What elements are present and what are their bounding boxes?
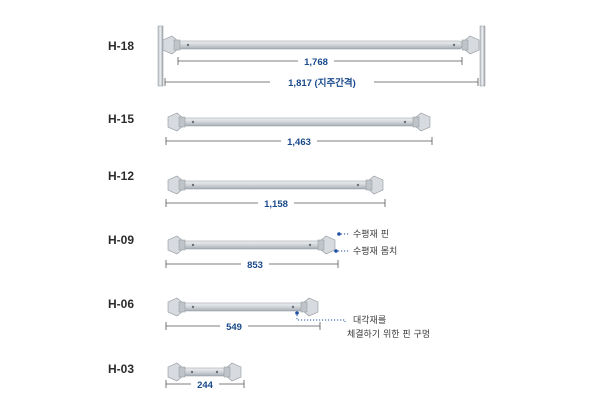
ledger-row-h06: H-06 549	[108, 297, 321, 333]
model-label: H-06	[108, 297, 134, 311]
post-right	[479, 25, 486, 87]
length-dimension: 244	[197, 380, 214, 391]
length-dimension: 1,463	[287, 137, 311, 148]
model-label: H-12	[108, 169, 134, 183]
spacing-dimension: 1,817 (지주간격)	[288, 77, 356, 89]
model-label: H-03	[108, 362, 134, 376]
ledger-tube	[167, 362, 242, 382]
ledger-tube	[167, 297, 319, 317]
length-dimension: 853	[247, 260, 263, 271]
callout-fitting: 수평재 몸치	[334, 245, 397, 257]
ledger-tube	[167, 112, 431, 132]
callout-fitting-text: 수평재 몸치	[353, 245, 397, 257]
ledger-tube	[162, 35, 480, 55]
ledger-tube	[167, 235, 336, 255]
length-dimension: 1,158	[264, 199, 288, 210]
callout-brace-text-2: 체결하기 위한 핀 구멍	[347, 329, 430, 340]
callout-pin-text: 수평재 핀	[353, 229, 389, 240]
length-dimension: 549	[226, 322, 242, 333]
ledger-row-h09: H-09 853	[108, 233, 339, 271]
post-left	[157, 25, 164, 87]
callout-brace-text-1: 대각재를	[353, 314, 386, 326]
ledger-row-h03: H-03 244	[108, 362, 245, 391]
callout-pin: 수평재 핀	[337, 229, 389, 240]
model-label: H-09	[108, 233, 134, 247]
length-dimension: 1,768	[304, 57, 328, 68]
model-label: H-18	[108, 39, 134, 53]
callout-brace-hole: 대각재를 체결하기 위한 핀 구멍	[295, 311, 430, 340]
ledger-row-h12: H-12 1,158	[108, 169, 386, 210]
ledger-tube	[167, 175, 384, 195]
ledger-row-h15: H-15 1,463	[108, 112, 433, 148]
model-label: H-15	[108, 112, 134, 126]
ledger-row-h18: H-18 1,768 1,817 (지주간격)	[108, 25, 486, 89]
